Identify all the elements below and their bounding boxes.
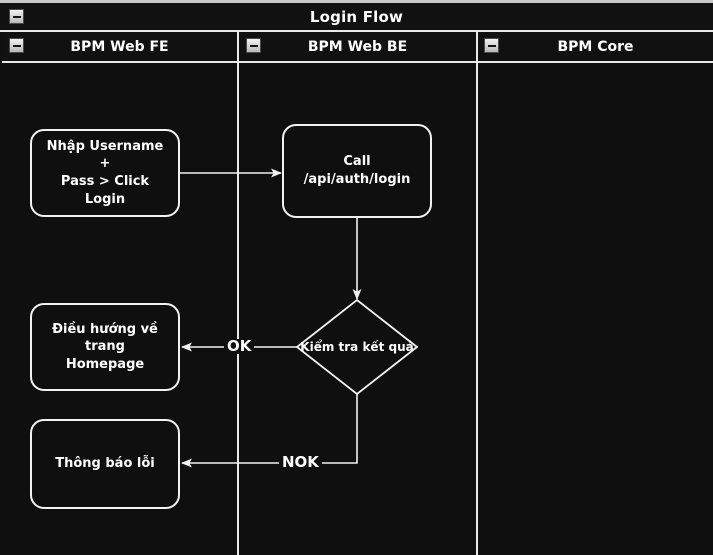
task-call-login-api-label: Call /api/auth/login bbox=[303, 154, 411, 187]
pool-title-separator bbox=[0, 30, 713, 32]
pool-title-label: Login Flow bbox=[309, 7, 404, 26]
decision-check-result[interactable]: Kiểm tra kết quả bbox=[295, 298, 419, 396]
lane-header-bpm-web-fe[interactable]: BPM Web FE bbox=[2, 32, 237, 61]
lane-header-bpm-web-be[interactable]: BPM Web BE bbox=[239, 32, 476, 61]
lane-separator-2 bbox=[476, 32, 478, 555]
minus-square-icon-pool[interactable] bbox=[9, 9, 24, 24]
minus-square-icon-bpm-web-fe[interactable] bbox=[9, 38, 24, 53]
minus-square-icon-bpm-web-be[interactable] bbox=[246, 38, 261, 53]
lane-header-separator-bpm-web-be bbox=[239, 61, 476, 63]
diagram-top-border bbox=[0, 0, 713, 3]
decision-diamond-shape bbox=[295, 298, 419, 396]
lane-header-label-bpm-web-be: BPM Web BE bbox=[307, 38, 408, 55]
minus-square-icon-bpm-core[interactable] bbox=[484, 38, 499, 53]
lane-header-separator-bpm-web-fe bbox=[2, 61, 237, 63]
task-enter-credentials-label: Nhập Username +Pass > Click Login bbox=[46, 138, 164, 207]
task-show-error[interactable]: Thông báo lỗi bbox=[30, 419, 180, 509]
edge-label-nok: NOK bbox=[279, 455, 322, 470]
lane-header-label-bpm-core: BPM Core bbox=[557, 38, 634, 55]
lane-header-separator-bpm-core bbox=[478, 61, 713, 63]
lane-header-bpm-core[interactable]: BPM Core bbox=[478, 32, 713, 61]
task-call-login-api[interactable]: Call /api/auth/login bbox=[282, 124, 432, 218]
connector-check-result-to-show-error bbox=[181, 392, 358, 468]
task-enter-credentials[interactable]: Nhập Username +Pass > Click Login bbox=[30, 129, 180, 217]
lane-separator-1 bbox=[237, 32, 239, 555]
lane-header-label-bpm-web-fe: BPM Web FE bbox=[70, 38, 169, 55]
pool-title-bar: Login Flow bbox=[0, 3, 713, 30]
edge-label-ok: OK bbox=[224, 339, 255, 354]
task-show-error-label: Thông báo lỗi bbox=[55, 456, 155, 472]
